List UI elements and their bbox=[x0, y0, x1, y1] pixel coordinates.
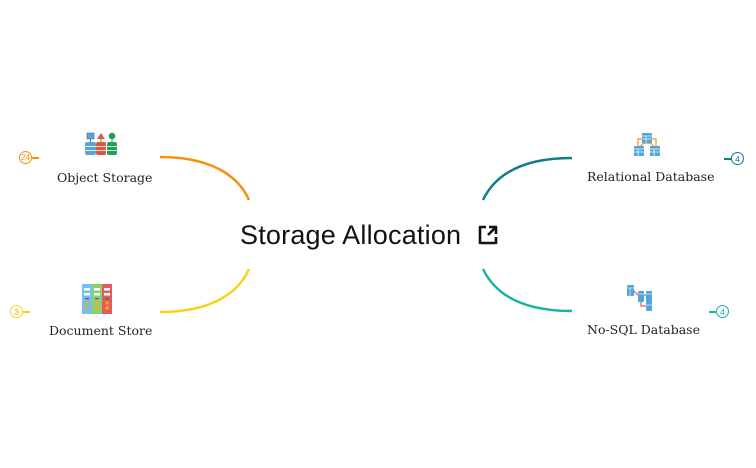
count-badge-nosql-database[interactable]: 4 bbox=[716, 305, 729, 318]
arc-document-store bbox=[159, 268, 251, 314]
arc-relational-database bbox=[481, 156, 573, 201]
count-badge-object-storage[interactable]: 24 bbox=[19, 151, 32, 164]
external-link-icon[interactable] bbox=[475, 222, 501, 248]
relational-database-icon bbox=[634, 133, 660, 156]
badge-connector bbox=[23, 311, 30, 313]
count-badge-document-store[interactable]: 3 bbox=[10, 305, 23, 318]
arc-object-storage bbox=[159, 155, 251, 201]
badge-connector bbox=[32, 157, 39, 159]
document-store-icon bbox=[82, 284, 112, 314]
central-topic-title: Storage Allocation bbox=[240, 219, 462, 250]
node-label: No-SQL Database bbox=[587, 322, 700, 337]
node-label: Relational Database bbox=[587, 169, 715, 184]
badge-connector bbox=[724, 158, 732, 160]
count-badge-relational-database[interactable]: 4 bbox=[731, 152, 744, 165]
nosql-database-icon bbox=[627, 285, 652, 311]
central-topic[interactable]: Storage Allocation bbox=[240, 216, 501, 254]
badge-connector bbox=[709, 311, 717, 313]
arc-nosql-database bbox=[481, 268, 573, 313]
node-label: Document Store bbox=[49, 323, 153, 338]
node-label: Object Storage bbox=[57, 170, 153, 185]
object-storage-icon bbox=[85, 132, 117, 155]
